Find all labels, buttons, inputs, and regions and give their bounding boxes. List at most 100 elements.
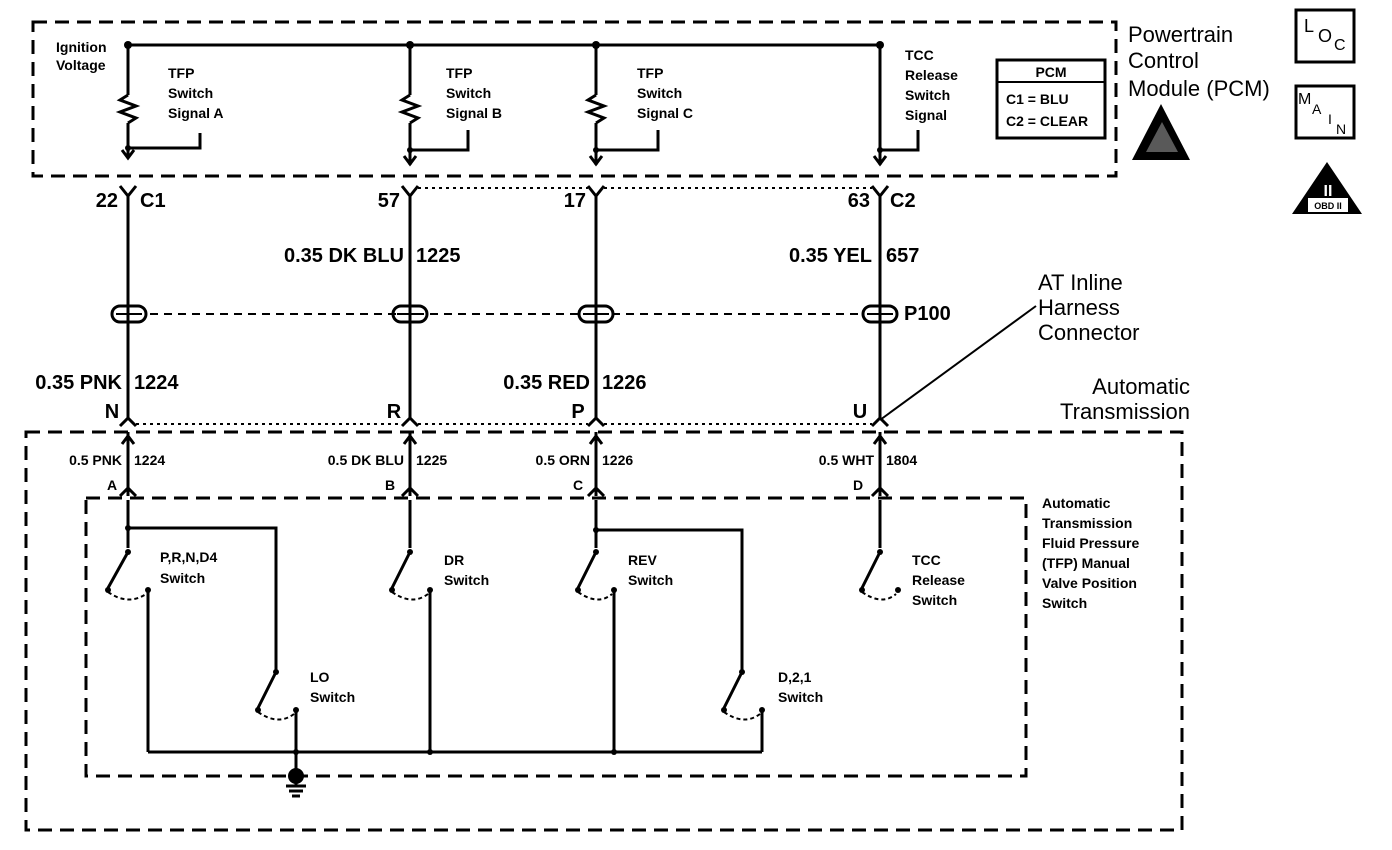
- tcc-switch-label-1: TCC: [912, 552, 941, 568]
- wire-pnk-lower-label: 0.5 PNK: [69, 452, 122, 468]
- loc-icon: L O C: [1294, 8, 1356, 64]
- svg-text:O: O: [1318, 26, 1332, 46]
- circuit-1225-lower-label: 1225: [416, 452, 447, 468]
- wire-pnk-label: 0.35 PNK: [35, 372, 122, 394]
- d21-switch-label-1: D,2,1: [778, 669, 812, 685]
- transmission-connector-pins: [118, 415, 890, 428]
- tcc-signal-label-4: Signal: [905, 107, 947, 123]
- lo-switch-label-1: LO: [310, 669, 330, 685]
- inline-connector-label-2: Harness: [1038, 295, 1120, 320]
- connector-c2: C2: [890, 190, 916, 212]
- dr-switch-label-2: Switch: [444, 572, 489, 588]
- wire-dkblu-label: 0.35 DK BLU: [284, 245, 404, 267]
- switch-internals: [105, 500, 901, 755]
- prnd4-switch-label-1: P,R,N,D4: [160, 549, 218, 565]
- tfp-label-4: (TFP) Manual: [1042, 555, 1130, 571]
- signal-c-label-3: Signal C: [637, 105, 693, 121]
- wire-red-label: 0.35 RED: [503, 372, 590, 394]
- svg-text:C: C: [1334, 37, 1346, 54]
- connector-leader-line: [879, 305, 1037, 421]
- svg-text:M: M: [1298, 91, 1311, 108]
- legend-c2: C2 = CLEAR: [1006, 113, 1088, 129]
- svg-text:L: L: [1304, 16, 1314, 36]
- pin-p: P: [571, 401, 584, 423]
- inline-connector-label-1: AT Inline: [1038, 270, 1123, 295]
- wire-wht-lower-label: 0.5 WHT: [819, 452, 875, 468]
- inline-connector-terminals: [110, 304, 899, 324]
- main-icon: M A I N: [1294, 84, 1356, 140]
- pin-a: A: [107, 477, 117, 493]
- lo-switch-label-2: Switch: [310, 689, 355, 705]
- tfp-switch-boundary: [84, 496, 1028, 778]
- signal-b-label-1: TFP: [446, 65, 472, 81]
- circuit-1224-label: 1224: [134, 372, 179, 394]
- ground-icon: [286, 752, 306, 798]
- obd-ii-icon: II OBD II: [1292, 162, 1362, 214]
- pullup-resistor-b: [397, 45, 470, 167]
- pin-d: D: [853, 477, 863, 493]
- signal-a-label-3: Signal A: [168, 105, 224, 121]
- signal-c-label-2: Switch: [637, 85, 682, 101]
- svg-text:II: II: [1324, 183, 1333, 200]
- esd-warning-icon: [1132, 104, 1190, 160]
- dr-switch-label-1: DR: [444, 552, 464, 568]
- signal-b-label-3: Signal B: [446, 105, 502, 121]
- tfp-label-3: Fluid Pressure: [1042, 535, 1139, 551]
- pcm-connector-pins: [118, 185, 890, 199]
- ignition-label-1: Ignition: [56, 39, 107, 55]
- transmission-wiring: [120, 432, 888, 496]
- circuit-657-label: 657: [886, 245, 919, 267]
- circuit-1224-lower-label: 1224: [134, 452, 165, 468]
- transmission-boundary: [24, 430, 1184, 832]
- tcc-signal-label-1: TCC: [905, 47, 934, 63]
- tcc-switch-label-2: Release: [912, 572, 965, 588]
- inline-connector-label-3: Connector: [1038, 320, 1140, 345]
- transmission-label-2: Transmission: [1060, 399, 1190, 424]
- pcm-legend: PCM C1 = BLU C2 = CLEAR: [995, 58, 1107, 140]
- rev-switch-label-2: Switch: [628, 572, 673, 588]
- pin-n: N: [105, 401, 119, 423]
- pcm-title-1: Powertrain: [1128, 22, 1233, 47]
- switch-connector-pins: [118, 485, 890, 498]
- pcm-title-2: Control: [1128, 48, 1199, 73]
- pin-57: 57: [378, 190, 400, 212]
- pin-r: R: [387, 401, 402, 423]
- p100-label: P100: [904, 303, 951, 325]
- pullup-resistor-c: [583, 45, 660, 167]
- tcc-switch-label-3: Switch: [912, 592, 957, 608]
- pullup-resistor-a: [115, 45, 202, 161]
- signal-a-label-2: Switch: [168, 85, 213, 101]
- circuit-1226-lower-label: 1226: [602, 452, 633, 468]
- pcm-title-3: Module (PCM): [1128, 76, 1270, 101]
- signal-c-label-1: TFP: [637, 65, 663, 81]
- signal-a-label-1: TFP: [168, 65, 194, 81]
- svg-text:A: A: [1312, 101, 1322, 117]
- pin-63: 63: [848, 190, 870, 212]
- circuit-1804-lower-label: 1804: [886, 452, 917, 468]
- tcc-signal-label-3: Switch: [905, 87, 950, 103]
- legend-c1: C1 = BLU: [1006, 91, 1069, 107]
- pcm-boundary: [31, 20, 1118, 178]
- tcc-signal-label-2: Release: [905, 67, 958, 83]
- transmission-label-1: Automatic: [1092, 374, 1190, 399]
- d21-switch-label-2: Switch: [778, 689, 823, 705]
- legend-title: PCM: [1035, 64, 1066, 80]
- signal-b-label-2: Switch: [446, 85, 491, 101]
- prnd4-switch-label-2: Switch: [160, 570, 205, 586]
- tfp-label-5: Valve Position: [1042, 575, 1137, 591]
- connector-c1: C1: [140, 190, 166, 212]
- wire-yel-label: 0.35 YEL: [789, 245, 872, 267]
- tcc-signal-line: [872, 45, 920, 167]
- pin-b: B: [385, 477, 395, 493]
- wire-dkblu-lower-label: 0.5 DK BLU: [328, 452, 404, 468]
- svg-text:OBD II: OBD II: [1314, 201, 1342, 211]
- tfp-label-6: Switch: [1042, 595, 1087, 611]
- circuit-1226-label: 1226: [602, 372, 647, 394]
- pin-17: 17: [564, 190, 586, 212]
- tfp-label-1: Automatic: [1042, 495, 1111, 511]
- circuit-1225-label: 1225: [416, 245, 461, 267]
- tfp-label-2: Transmission: [1042, 515, 1132, 531]
- wire-orn-lower-label: 0.5 ORN: [536, 452, 590, 468]
- pin-c: C: [573, 477, 583, 493]
